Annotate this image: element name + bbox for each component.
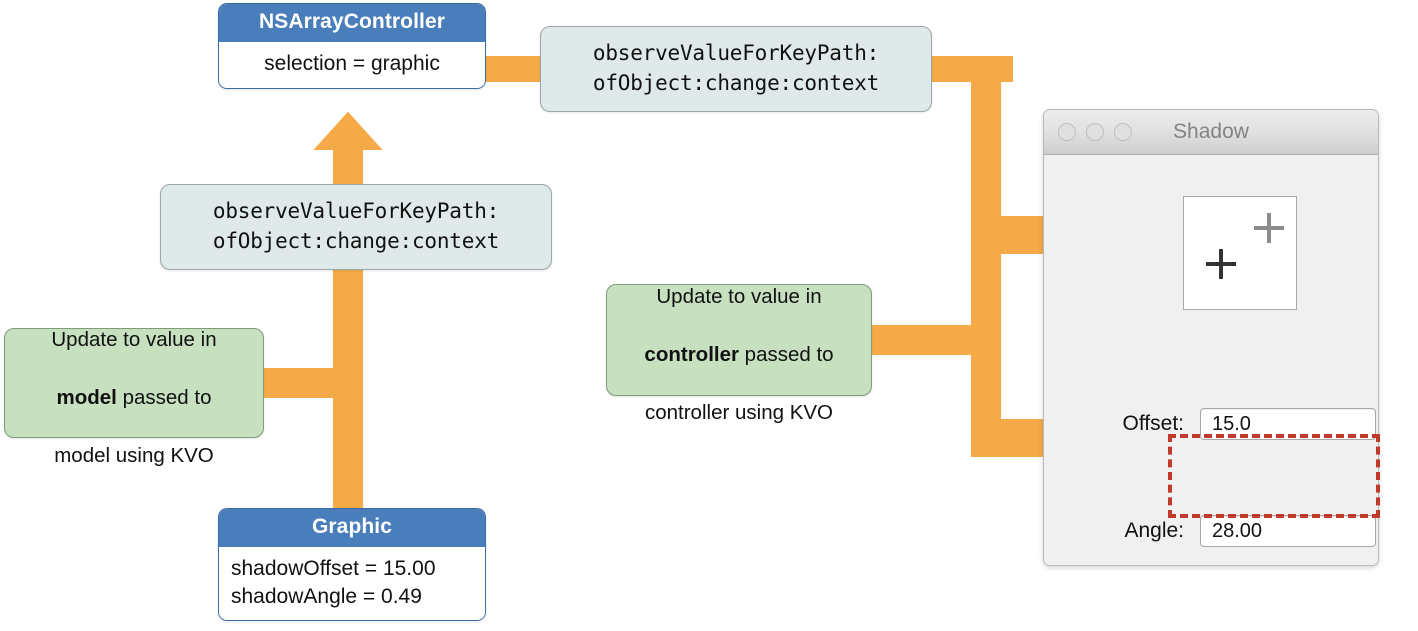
arrow-controller-to-callout (484, 56, 546, 82)
note-model-line2: passed to (116, 386, 212, 409)
arrow-model-note-link (263, 368, 337, 398)
arrow-controller-note-link (872, 325, 982, 355)
callout-top-line2: ofObject:change:context (592, 71, 880, 95)
nsarraycontroller-title: NSArrayController (219, 4, 485, 42)
property-shadowangle: shadowAngle = 0.49 (231, 584, 422, 608)
note-model-line1: Update to value in (51, 327, 217, 351)
zoom-button-icon[interactable] (1114, 123, 1132, 141)
angle-field-highlight (1168, 434, 1380, 518)
minimize-button-icon[interactable] (1086, 123, 1104, 141)
note-controller-kvo-text: Update to value in controller passed to … (630, 249, 847, 432)
arrow-callout-to-trunk (931, 56, 1013, 82)
arrow-model-to-controller (310, 108, 386, 510)
note-model-emphasis: model (56, 386, 117, 409)
callout-observe-controller: observeValueForKeyPath: ofObject:change:… (540, 26, 932, 112)
right-vertical-trunk (971, 56, 1001, 449)
close-button-icon[interactable] (1058, 123, 1076, 141)
note-model-kvo: Update to value in model passed to model… (4, 328, 264, 467)
note-model-kvo-text: Update to value in model passed to model… (37, 292, 230, 475)
graphic-box: Graphic shadowOffset = 15.00 shadowAngle… (218, 508, 486, 622)
callout-observe-controller-text: observeValueForKeyPath: ofObject:change:… (579, 35, 893, 103)
shadow-window[interactable]: Shadow Offset: 15.0 Angle: 28.00 (1043, 109, 1379, 566)
angle-field[interactable]: 28.00 (1200, 515, 1376, 547)
property-selection: selection = graphic (264, 52, 440, 75)
note-controller-line3: controller using KVO (644, 401, 833, 425)
angle-label: Angle: (1124, 519, 1184, 542)
note-model-line3: model using KVO (54, 444, 214, 468)
callout-mid-line1: observeValueForKeyPath: (212, 199, 500, 224)
shadow-plus-mark-icon (1254, 213, 1284, 243)
shadow-window-titlebar[interactable]: Shadow (1044, 110, 1378, 155)
shadow-preview-canvas[interactable] (1183, 196, 1297, 310)
nsarraycontroller-box: NSArrayController selection = graphic (218, 3, 486, 89)
main-plus-mark-icon (1206, 249, 1236, 279)
property-shadowoffset: shadowOffset = 15.00 (231, 557, 436, 580)
callout-top-line1: observeValueForKeyPath: (592, 41, 880, 66)
graphic-properties: shadowOffset = 15.00 shadowAngle = 0.49 (219, 547, 485, 621)
note-controller-line2: passed to (738, 343, 834, 366)
callout-mid-line2: ofObject:change:context (212, 229, 500, 253)
graphic-title: Graphic (219, 509, 485, 547)
nsarraycontroller-properties: selection = graphic (219, 42, 485, 88)
angle-row: Angle: 28.00 (1080, 515, 1376, 547)
note-controller-kvo: Update to value in controller passed to … (606, 284, 872, 424)
offset-label: Offset: (1122, 412, 1184, 435)
callout-observe-model-text: observeValueForKeyPath: ofObject:change:… (199, 193, 513, 261)
note-controller-emphasis: controller (644, 343, 739, 366)
note-controller-line1: Update to value in (656, 284, 822, 308)
callout-observe-model: observeValueForKeyPath: ofObject:change:… (160, 184, 552, 270)
